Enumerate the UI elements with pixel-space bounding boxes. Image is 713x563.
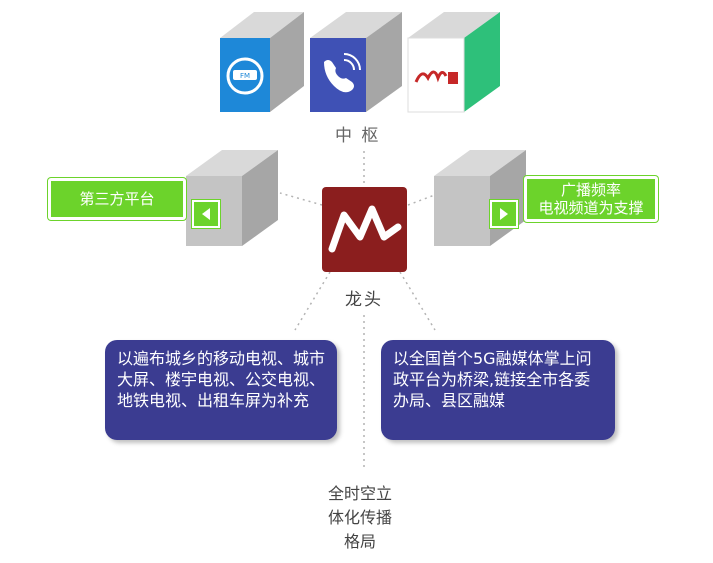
broadcast-label-line2: 电视频道为支撑 [538, 199, 644, 217]
bottom-caption-line3: 格局 [343, 532, 376, 551]
svg-text:FM: FM [240, 72, 250, 80]
right-cube [434, 150, 526, 246]
app-cube-phone [310, 12, 402, 112]
third-party-platform-label: 第三方平台 [79, 190, 155, 208]
brand-logo-icon [328, 205, 402, 253]
broadcast-label-line1: 广播频率 [560, 181, 621, 199]
center-label: 龙头 [345, 290, 383, 310]
left-info-text: 以遍布城乡的移动电视、城市大屏、楼宇电视、公交电视、地铁电视、出租车屏为补充 [117, 349, 326, 410]
right-info-text: 以全国首个5G融媒体掌上问政平台为桥梁,链接全市各委办局、县区融媒 [393, 349, 592, 410]
right-info-box: 以全国首个5G融媒体掌上问政平台为桥梁,链接全市各委办局、县区融媒 [381, 340, 615, 440]
app-cube-fm: FM [220, 12, 304, 112]
broadcast-box: 广播频率 电视频道为支撑 [524, 176, 658, 222]
center-logo [322, 187, 407, 272]
left-info-box: 以遍布城乡的移动电视、城市大屏、楼宇电视、公交电视、地铁电视、出租车屏为补充 [105, 340, 337, 440]
bottom-caption-line2: 体化传播 [327, 508, 392, 527]
hub-label: 中 枢 [335, 126, 381, 146]
third-party-platform-box: 第三方平台 [48, 178, 186, 220]
right-arrow-icon [490, 200, 518, 228]
bottom-caption: 全时空立 体化传播 格局 [300, 482, 420, 554]
bottom-caption-line1: 全时空立 [327, 484, 392, 503]
left-arrow-icon [192, 200, 220, 228]
left-cube [186, 150, 278, 246]
app-cube-jinan [407, 12, 500, 113]
